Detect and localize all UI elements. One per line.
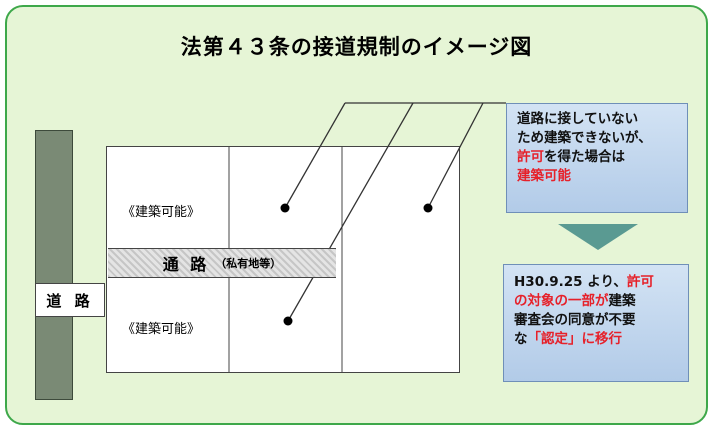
- leader-line-1: [284, 102, 346, 209]
- callout-top-line3: 許可を得た場合は: [517, 148, 677, 167]
- lot-marker-dot: [283, 316, 293, 326]
- certification-text: 「認定」に移行: [527, 331, 623, 347]
- private-passage-label: 通 路: [162, 255, 210, 274]
- callout-top-line3-rest: を得た場合は: [544, 149, 625, 165]
- lot-marker-dot: [423, 203, 433, 213]
- callout-top-line1: 道路に接していない: [517, 111, 639, 127]
- permission-text: 許可: [517, 149, 544, 165]
- callout-bottom-line2: の対象の一部が建築: [514, 292, 678, 311]
- buildable-text: 建築可能: [517, 168, 571, 184]
- callout-bottom: H30.9.25 より、許可 の対象の一部が建築 審査会の同意が不要 な「認定」…: [503, 264, 689, 382]
- callout-bottom-red-text: の対象の一部が: [514, 293, 609, 309]
- private-passage: 通 路 （私有地等）: [108, 248, 336, 278]
- lot-label-bottom: 《建築可能》: [122, 322, 201, 337]
- down-arrow-icon: [558, 224, 638, 250]
- public-road-label: 道 路: [35, 283, 105, 317]
- private-passage-note: （私有地等）: [215, 257, 282, 270]
- permission-text: 許可: [626, 274, 654, 290]
- callout-bottom-line4: な「認定」に移行: [514, 330, 678, 349]
- callout-bottom-text: 建築: [608, 293, 636, 309]
- lot-label-top: 《建築可能》: [122, 205, 201, 220]
- public-road: [35, 130, 73, 400]
- leader-line-2: [287, 102, 414, 322]
- lot-marker-dot: [280, 203, 290, 213]
- diagram-title: 法第４３条の接道規制のイメージ図: [180, 35, 533, 59]
- callout-top-line2: ため建築できないが、: [517, 130, 652, 146]
- leader-line-3: [427, 102, 484, 209]
- callout-bottom-line3: 審査会の同意が不要: [514, 312, 636, 328]
- callout-bottom-text: な: [514, 331, 528, 347]
- date-text: H30.9.25 より、: [514, 274, 627, 290]
- callout-bottom-line1: H30.9.25 より、許可: [514, 273, 678, 292]
- callout-top: 道路に接していない ため建築できないが、 許可を得た場合は 建築可能: [506, 103, 688, 213]
